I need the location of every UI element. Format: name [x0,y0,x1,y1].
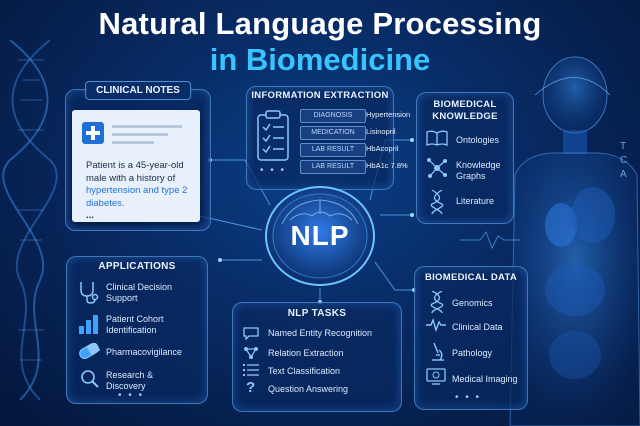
application-pharmacovigilance: Pharmacovigilance [106,347,183,357]
biomedical-knowledge-title-line2: KNOWLEDGE [432,111,498,122]
pulse-icon [426,318,446,332]
knowledge-item-literature: Literature [456,196,495,206]
biomedical-data-ellipsis: • • • [455,392,482,403]
data-item-clinical-data: Clinical Data [452,322,503,332]
stethoscope-icon [80,282,99,304]
information-extraction-panel: INFORMATION EXTRACTION [246,86,394,190]
dna-icon [430,190,444,214]
clipboard-checklist-icon [257,110,289,161]
ie-value-diagnosis: Hypertension [366,110,411,119]
ie-value-lab-result-2: HbA1c 7.8% [366,161,408,170]
data-item-pathology: Pathology [452,348,493,358]
relation-icon [244,347,258,359]
data-item-medical-imaging: Medical Imaging [452,374,518,384]
dna-icon [430,291,444,313]
network-icon [427,158,447,178]
bar-chart-icon [79,315,98,334]
human-body-silhouette [509,56,640,426]
data-item-genomics: Genomics [452,298,493,308]
book-icon [426,130,448,146]
ie-value-lab-result-1: HbAcopril [366,144,399,153]
knowledge-item-ontologies: Ontologies [456,135,500,145]
nlp-tasks-panel: NLP TASKS [232,302,402,412]
note-ellipsis: ... [86,210,94,221]
task-ner: Named Entity Recognition [268,328,373,338]
ie-label-lab-result-2: LAB RESULT [300,160,366,174]
clinical-notes-title: CLINICAL NOTES [85,81,191,100]
nlp-brain-hub [265,186,375,286]
chat-icon [243,327,259,340]
question-icon: ? [246,379,256,396]
monitor-icon [426,368,446,385]
biomedical-data-panel: BIOMEDICAL DATA [414,266,528,410]
applications-ellipsis: • • • [118,390,145,401]
biomedical-knowledge-panel: BIOMEDICAL KNOWLEDGE [416,92,514,224]
biomedical-data-title: BIOMEDICAL DATA [424,272,518,283]
task-text-classification: Text Classification [268,366,341,376]
ie-label-diagnosis: DIAGNOSIS [300,109,366,123]
application-cohort-identification: Patient Cohort Identification [106,314,164,335]
knowledge-item-graphs: Knowledge Graphs [456,160,501,181]
nlp-hub-label: NLP [290,220,350,251]
task-relation-extraction: Relation Extraction [268,348,344,358]
application-research-discovery: Research & Discovery [106,370,154,391]
page-title: Natural Language Processing [98,6,542,41]
dna-helix-background [2,40,58,400]
ie-ellipsis: • • • [260,165,287,176]
application-clinical-decision: Clinical Decision Support [106,282,173,303]
clinical-note-text: Patient is a 45-year-old male with a his… [86,160,198,223]
ie-label-medication: MEDICATION [300,126,366,140]
list-icon [243,364,259,376]
task-question-answering: Question Answering [268,384,349,394]
microscope-icon [432,342,444,361]
nlp-tasks-title: NLP TASKS [287,308,347,319]
biomedical-knowledge-title-line1: BIOMEDICAL [433,99,497,110]
applications-title: APPLICATIONS [98,261,176,272]
magnifier-icon [81,370,99,388]
note-text-highlight: hypertension and type 2 diabetes. [86,185,188,209]
pill-icon [79,343,100,359]
page-subtitle: in Biomedicine [209,42,431,77]
ie-value-medication: Lisinopril [366,127,396,136]
medical-cross-icon [82,122,104,144]
note-text-plain: Patient is a 45-year-old male with a his… [86,160,184,184]
note-lines [112,125,182,144]
clinical-note-card: Patient is a 45-year-old male with a his… [72,110,200,222]
ie-label-lab-result-1: LAB RESULT [300,143,366,157]
information-extraction-title: INFORMATION EXTRACTION [251,90,389,101]
